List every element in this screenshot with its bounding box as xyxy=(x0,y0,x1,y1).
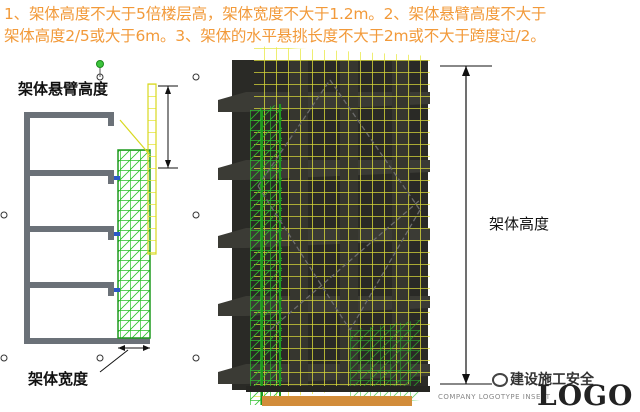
left-slab-5 xyxy=(24,338,150,344)
left-slab-2 xyxy=(24,170,114,176)
wechat-icon xyxy=(492,373,508,387)
left-slab-4 xyxy=(24,282,114,288)
left-slab-1 xyxy=(24,112,114,118)
frame-height-label: 架体高度 xyxy=(489,215,550,233)
scaffold-base xyxy=(262,396,412,406)
caption-line-1: 1、架体高度不大于5倍楼层高，架体宽度不大于1.2m。2、架体悬臂高度不大于 xyxy=(4,5,547,23)
logo-text: LOGO xyxy=(537,379,634,412)
left-slab-3 xyxy=(24,226,114,232)
left-scaffold-green xyxy=(117,149,151,339)
caption-line-2: 架体高度2/5或大于6m。3、架体的水平悬挑长度不大于2m或不大于跨度过/2。 xyxy=(4,27,546,45)
watermark: 建设施工安全 xyxy=(492,369,594,389)
watermark-text: 建设施工安全 xyxy=(510,372,594,388)
scaffold-green-frame xyxy=(250,104,282,405)
left-scaffold-yellow xyxy=(147,83,157,255)
left-section-diagram xyxy=(0,60,200,373)
selection-handles xyxy=(0,66,200,362)
company-logotype-text: COMPANY LOGOTYPE INSERT xyxy=(438,393,551,401)
frame-width-label: 架体宽度 xyxy=(28,370,89,388)
main-facade-diagram xyxy=(218,46,492,406)
cantilever-height-label: 架体悬臂高度 xyxy=(18,80,109,98)
scaffold-yellow-grid xyxy=(254,46,430,400)
rotate-handle xyxy=(96,60,104,68)
caption: 1、架体高度不大于5倍楼层高，架体宽度不大于1.2m。2、架体悬臂高度不大于 架… xyxy=(4,3,638,47)
